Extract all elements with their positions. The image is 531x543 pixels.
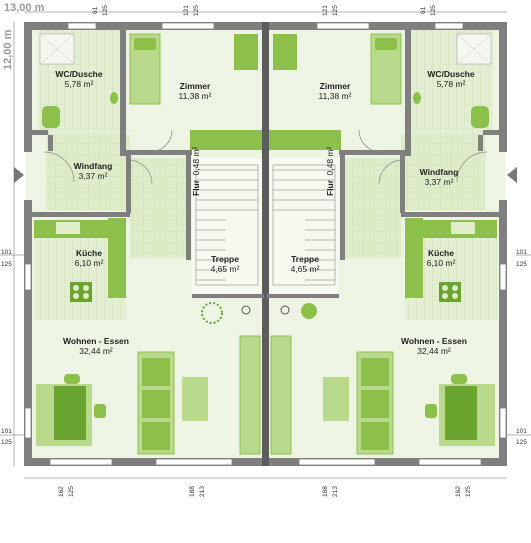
- room-area: 0,48 m²: [191, 146, 201, 176]
- room-name: Küche: [76, 248, 102, 258]
- dim-right-4: 125: [516, 439, 527, 446]
- room-windfang-right: Windfang 3,37 m²: [406, 167, 472, 188]
- dim-left-3: 101: [1, 428, 12, 435]
- room-name: WC/Dusche: [55, 69, 103, 79]
- room-area: 5,78 m²: [64, 78, 94, 89]
- room-flur-left: Flur 0,48 m²: [186, 147, 204, 196]
- dim-bottom-8: 125: [465, 486, 472, 497]
- room-name: WC/Dusche: [427, 69, 475, 79]
- room-name: Treppe: [291, 254, 319, 264]
- room-wc-left: WC/Dusche 5,78 m²: [48, 69, 110, 90]
- room-name: Treppe: [211, 254, 239, 264]
- dim-bottom-4: 213: [199, 486, 206, 497]
- overall-depth-label: 12,00 m: [2, 29, 14, 70]
- dim-top-6: 125: [332, 5, 339, 16]
- room-area: 4,65 m²: [290, 263, 320, 274]
- room-name: Zimmer: [319, 81, 351, 91]
- door-swings: [43, 129, 488, 185]
- dim-top-5: 121: [322, 5, 329, 16]
- dim-left-1: 101: [1, 249, 12, 256]
- dim-top-3: 121: [183, 5, 190, 16]
- room-area: 6,10 m²: [426, 257, 456, 268]
- dim-top-2: 125: [102, 5, 109, 16]
- dim-right-3: 101: [516, 428, 527, 435]
- dim-right-2: 125: [516, 261, 527, 268]
- living-furniture: [36, 335, 495, 455]
- bedroom-furniture: [129, 33, 402, 150]
- room-area: 3,37 m²: [78, 170, 108, 181]
- dim-bottom-3: 188: [189, 486, 196, 497]
- dim-bottom-1: 162: [58, 486, 65, 497]
- room-wohnen-left: Wohnen - Essen 32,44 m²: [48, 336, 144, 357]
- room-area: 4,65 m²: [210, 263, 240, 274]
- dim-bottom-2: 125: [68, 486, 75, 497]
- room-area: 3,37 m²: [424, 176, 454, 187]
- dim-top-1: 61: [92, 6, 99, 14]
- wc-fixtures: [39, 33, 492, 128]
- dim-top-4: 125: [193, 5, 200, 16]
- dim-left-4: 125: [1, 439, 12, 446]
- windows: [24, 22, 507, 466]
- room-area: 32,44 m²: [417, 345, 451, 356]
- room-treppe-right: Treppe 4,65 m²: [280, 254, 330, 275]
- entry-arrow-left-icon: [14, 167, 24, 183]
- dim-top-8: 125: [430, 5, 437, 16]
- dim-right-1: 101: [516, 249, 527, 256]
- room-zimmer-left: Zimmer 11,38 m²: [160, 81, 230, 102]
- room-name: Zimmer: [179, 81, 211, 91]
- room-area: 11,38 m²: [178, 90, 212, 101]
- room-area: 5,78 m²: [436, 78, 466, 89]
- room-treppe-left: Treppe 4,65 m²: [200, 254, 250, 275]
- dim-left-2: 125: [1, 261, 12, 268]
- walls: [24, 22, 507, 466]
- room-kueche-right: Küche 6,10 m²: [410, 248, 472, 269]
- staircase: [195, 164, 336, 286]
- dim-bottom-7: 162: [455, 486, 462, 497]
- room-area: 32,44 m²: [79, 345, 113, 356]
- room-flur-right: Flur 0,48 m²: [320, 147, 338, 196]
- plants: [201, 302, 317, 324]
- room-area: 6,10 m²: [74, 257, 104, 268]
- room-name: Küche: [428, 248, 454, 258]
- room-windfang-left: Windfang 3,37 m²: [60, 161, 126, 182]
- entry-arrow-right-icon: [507, 167, 517, 183]
- overall-width-label: 13,00 m: [4, 2, 45, 14]
- room-wc-right: WC/Dusche 5,78 m²: [420, 69, 482, 90]
- room-name: Flur: [191, 179, 201, 196]
- room-area: 0,48 m²: [325, 146, 335, 176]
- room-name: Flur: [325, 179, 335, 196]
- kitchen-units: [34, 218, 497, 302]
- dim-bottom-5: 188: [322, 486, 329, 497]
- room-name: Windfang: [73, 161, 113, 171]
- room-name: Windfang: [419, 167, 459, 177]
- dim-top-7: 61: [420, 6, 427, 14]
- dimension-lines: [0, 11, 531, 479]
- dim-bottom-6: 213: [332, 486, 339, 497]
- room-area: 11,38 m²: [318, 90, 352, 101]
- room-wohnen-right: Wohnen - Essen 32,44 m²: [386, 336, 482, 357]
- room-kueche-left: Küche 6,10 m²: [58, 248, 120, 269]
- room-name: Wohnen - Essen: [63, 336, 129, 346]
- room-name: Wohnen - Essen: [401, 336, 467, 346]
- room-zimmer-right: Zimmer 11,38 m²: [300, 81, 370, 102]
